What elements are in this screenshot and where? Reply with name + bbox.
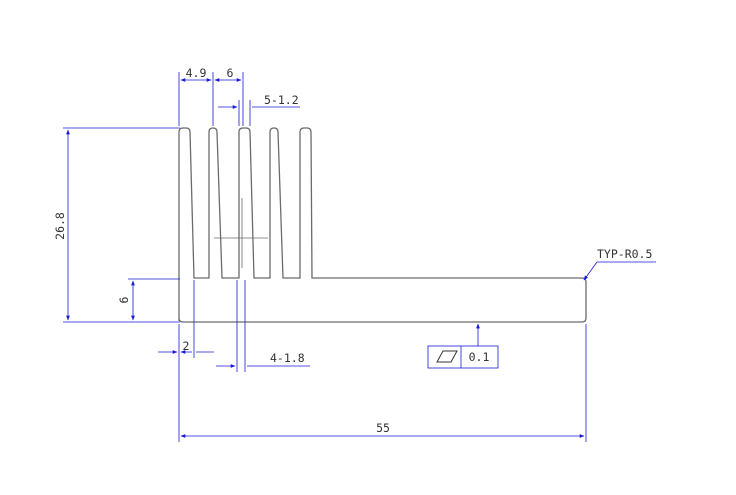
- dim-overall-height: [63, 127, 180, 323]
- fin-pitch-label: 4.9: [186, 66, 207, 80]
- heatsink-profile: [178, 127, 587, 323]
- dim-fin-thickness: [218, 100, 300, 126]
- dim-overall-width: [178, 324, 587, 442]
- gap-width-label: 6: [227, 66, 234, 80]
- dim-base-thickness: [128, 278, 180, 321]
- fin-root-label: 4-1.8: [270, 351, 305, 365]
- flatness-tolerance-label: 0.1: [469, 350, 490, 364]
- flatness-frame: [427, 345, 499, 369]
- dim-fin-root: [216, 280, 310, 372]
- dim-top: [178, 72, 244, 126]
- base-thickness-label: 6: [117, 296, 131, 303]
- flatness-icon: [436, 350, 458, 363]
- corner-radius-leader: [583, 261, 656, 281]
- side-wall-label: 2: [183, 339, 190, 353]
- center-mark: [214, 198, 268, 268]
- fin-thickness-label: 5-1.2: [264, 93, 299, 107]
- overall-height-label: 26.8: [53, 212, 67, 240]
- corner-radius-label: TYP-R0.5: [597, 247, 652, 261]
- dim-side-wall: [158, 280, 214, 358]
- overall-width-label: 55: [376, 421, 390, 435]
